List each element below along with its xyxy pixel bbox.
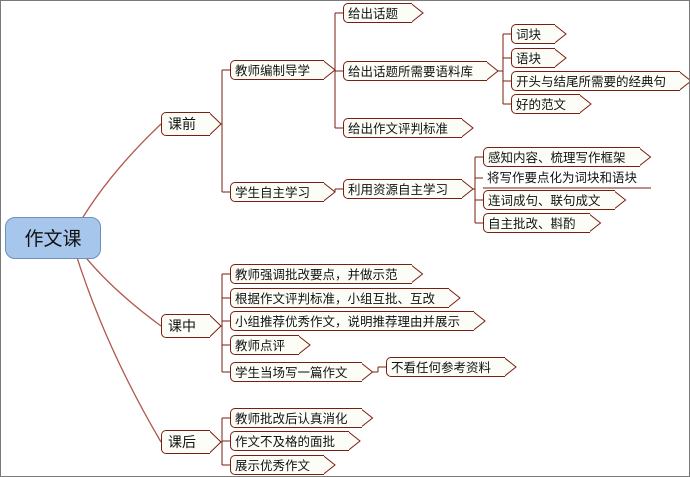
topic-word-chunks[interactable]: 词块 [511, 24, 556, 44]
node-tip [412, 3, 424, 23]
topic-teacher-demo[interactable]: 教师强调批改要点，并做示范 [230, 264, 412, 284]
node-tip [349, 431, 361, 451]
node-tip [462, 179, 474, 199]
topic-model-essays[interactable]: 好的范文 [511, 94, 581, 114]
topic-write-on-spot[interactable]: 学生当场写一篇作文 [230, 362, 362, 382]
node-tip [589, 213, 601, 233]
topic-show-good-essays[interactable]: 展示优秀作文 [230, 455, 325, 475]
node-tip [299, 335, 311, 355]
node-tip [680, 71, 689, 91]
node-tip [361, 408, 373, 428]
topic-face-to-face[interactable]: 作文不及格的面批 [230, 431, 350, 451]
node-tip [555, 48, 567, 68]
node-tip [639, 147, 651, 167]
topic-outline-framework[interactable]: 感知内容、梳理写作框架 [483, 147, 640, 167]
node-tip-outline [447, 288, 461, 308]
node-tip [210, 112, 221, 136]
node-tip [614, 190, 626, 210]
node-tip-outline [588, 213, 602, 233]
topic-recommend-essay[interactable]: 小组推荐优秀作文，说明推荐理由并展示 [230, 311, 475, 331]
topic-corpus[interactable]: 给出话题所需要语料库 [343, 61, 488, 81]
node-tip [555, 24, 567, 44]
node-tip [324, 60, 336, 80]
node-tip [324, 455, 336, 475]
node-tip-outline [410, 3, 424, 23]
node-tip [411, 264, 423, 284]
node-tip [580, 94, 592, 114]
node-tip-outline [472, 311, 486, 331]
topic-no-references[interactable]: 不看任何参考资料 [386, 357, 506, 377]
node-tip-outline [460, 118, 474, 138]
node-tip-outline [613, 190, 627, 210]
node-tip-outline [322, 455, 336, 475]
node-tip-outline [578, 94, 592, 114]
topic-phrase-chunks[interactable]: 语块 [511, 48, 556, 68]
node-tip-outline [638, 147, 652, 167]
topic-give-subject[interactable]: 给出话题 [343, 3, 413, 23]
topic-teacher-grading[interactable]: 教师批改后认真消化 [230, 408, 362, 428]
node-tip [462, 118, 474, 138]
topic-self-revise[interactable]: 自主批改、斟酌 [483, 213, 590, 233]
topic-teacher-comments[interactable]: 教师点评 [230, 335, 300, 355]
topic-teacher-guide[interactable]: 教师编制导学 [230, 60, 325, 80]
node-tip [210, 430, 221, 454]
node-tip [505, 357, 517, 377]
branch-in-class[interactable]: 课中 [161, 314, 210, 338]
node-tip-outline [410, 264, 424, 284]
branch-before-class[interactable]: 课前 [161, 112, 210, 136]
node-tip [474, 311, 486, 331]
topic-grading-criteria[interactable]: 给出作文评判标准 [343, 118, 463, 138]
root-topic[interactable]: 作文课 [5, 217, 101, 259]
topic-key-points-to-chunks[interactable]: 将写作要点化为词块和语块 [487, 170, 638, 185]
node-tip [361, 362, 373, 382]
node-tip-outline [347, 431, 361, 451]
topic-use-resources[interactable]: 利用资源自主学习 [343, 179, 463, 199]
node-tip-outline [678, 71, 689, 91]
node-tip-outline [553, 48, 567, 68]
node-tip [210, 314, 221, 338]
topic-peer-review[interactable]: 根据作文评判标准，小组互批、互改 [230, 288, 450, 308]
node-tip [324, 182, 336, 202]
topic-classic-sentences[interactable]: 开头与结尾所需要的经典句 [511, 71, 681, 91]
node-tip-outline [553, 24, 567, 44]
node-tip-outline [360, 408, 374, 428]
node-tip-outline [297, 335, 311, 355]
topic-student-self-study[interactable]: 学生自主学习 [230, 182, 325, 202]
node-tip [449, 288, 461, 308]
node-tip [487, 61, 499, 81]
root-connector [70, 237, 162, 443]
node-tip-outline [503, 357, 517, 377]
branch-after-class[interactable]: 课后 [161, 430, 210, 454]
topic-build-sentences[interactable]: 连词成句、联句成文 [483, 190, 615, 210]
